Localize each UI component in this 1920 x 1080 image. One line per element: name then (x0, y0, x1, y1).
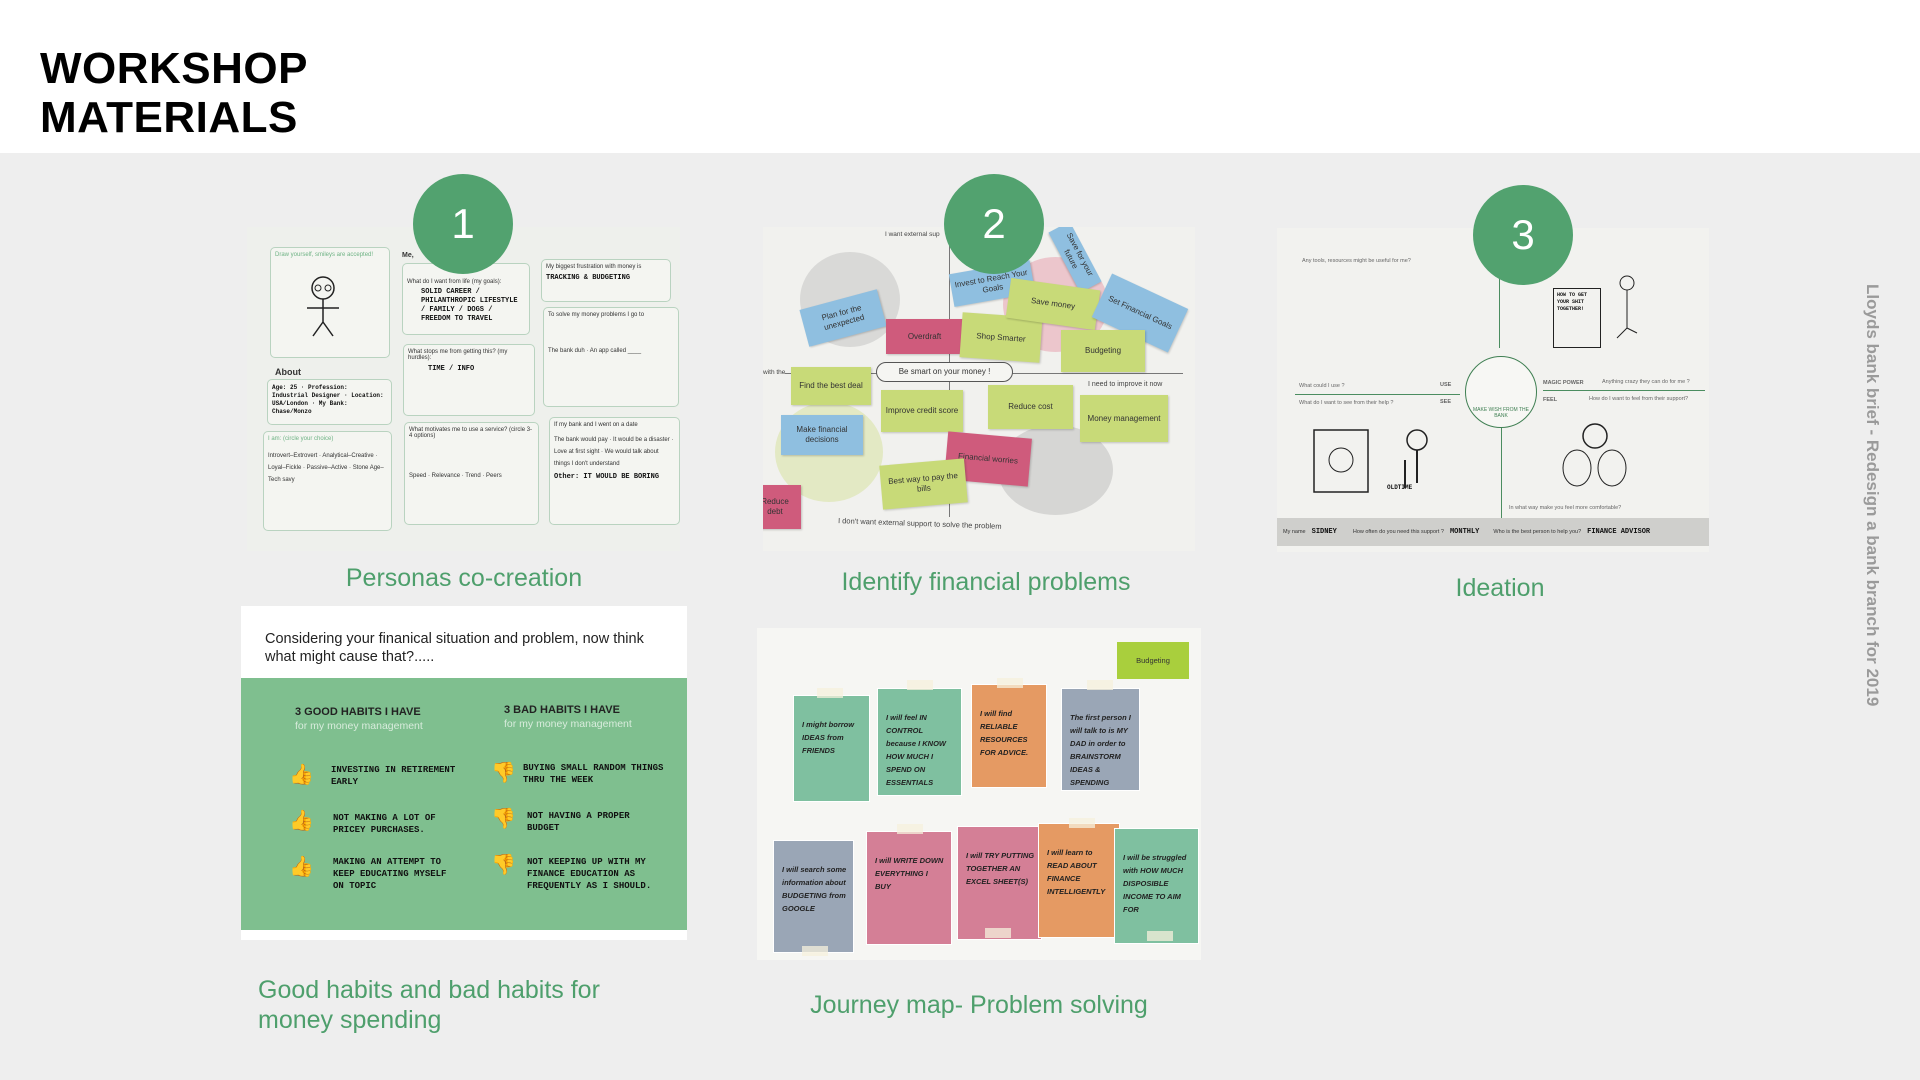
habits-panel: 3 GOOD HABITS I HAVE for my money manage… (241, 678, 687, 930)
habits-photo: Considering your finanical situation and… (241, 606, 687, 940)
journey-card: The first person I will talk to is MY DA… (1061, 688, 1140, 791)
step-badge-3: 3 (1473, 185, 1573, 285)
journey-card: I will WRITE DOWN EVERYTHING I BUY (866, 831, 952, 945)
caption-habits: Good habits and bad habits for money spe… (258, 976, 600, 1034)
journey-card: I might borrow IDEAS from FRIENDS (793, 695, 870, 802)
thumbs-down-icon: 👎 (491, 762, 516, 784)
budgeting-tag: Budgeting (1117, 642, 1189, 679)
thumbs-down-icon: 👎 (491, 854, 516, 876)
thumbs-up-icon: 👍 (289, 810, 314, 832)
note: Improve credit score (881, 390, 963, 432)
side-caption: Lloyds bank brief - Redesign a bank bran… (1863, 284, 1882, 707)
hurdles-box: What stops me from getting this? (my hur… (403, 344, 535, 416)
journey-card: I will search some information about BUD… (773, 840, 854, 953)
goals-box: What do I want from life (my goals):SOLI… (402, 263, 530, 335)
genie-emblem: MAKE WISH FROM THE BANK (1465, 356, 1537, 428)
caption-personas: Personas co-creation (345, 564, 583, 592)
draw-yourself-box: Draw yourself, smileys are accepted! (270, 247, 390, 358)
motivates-box: What motivates me to use a service? (cir… (404, 422, 539, 525)
thumbs-up-icon: 👍 (289, 856, 314, 878)
note: Reduce cost (988, 385, 1073, 429)
journey-card: I will feel IN CONTROL because I KNOW HO… (877, 688, 962, 796)
i-am-box: I am: (circle your choice)Introvert–Extr… (263, 431, 392, 531)
book-sketch: HOW TO GET YOUR SHIT TOGETHER! (1553, 288, 1601, 348)
note: Budgeting (1061, 330, 1145, 372)
journey-card: I will TRY PUTTING TOGETHER AN EXCEL SHE… (957, 826, 1042, 940)
thumbs-up-icon: 👍 (289, 764, 314, 786)
about-box: Age: 25 · Profession: Industrial Designe… (267, 379, 392, 425)
personas-photo: Draw yourself, smileys are accepted! Abo… (247, 227, 680, 551)
caption-problems: Identify financial problems (841, 568, 1131, 596)
caption-ideation: Ideation (1455, 574, 1545, 602)
note: Make financial decisions (781, 415, 863, 455)
journey-card: I will be struggled with HOW MUCH DISPOS… (1114, 828, 1199, 944)
problems-photo: I want external sup with the I need to i… (763, 227, 1195, 551)
note: Best way to pay the bills (879, 458, 968, 510)
step-badge-1: 1 (413, 174, 513, 274)
thumbs-down-icon: 👎 (491, 808, 516, 830)
stick-figure-sketch (307, 276, 339, 337)
note: Money management (1080, 395, 1168, 442)
note: Reduce debt (763, 485, 801, 529)
journey-card: I will learn to READ ABOUT FINANCE INTEL… (1038, 823, 1120, 938)
me-label: Me, (402, 252, 414, 259)
journey-map-photo: Budgeting I might borrow IDEAS from FRIE… (757, 628, 1201, 960)
step-badge-2: 2 (944, 174, 1044, 274)
caption-journey-map: Journey map- Problem solving (810, 991, 1148, 1019)
sketch-drawings (1313, 275, 1638, 493)
center-pill: Be smart on your money ! (876, 362, 1013, 382)
journey-card: I will find RELIABLE RESOURCES FOR ADVIC… (971, 684, 1047, 788)
note: Find the best deal (791, 367, 871, 405)
ideation-photo: MAKE WISH FROM THE BANK Any tools, resou… (1277, 228, 1709, 552)
note: Overdraft (886, 319, 963, 354)
page-title: WORKSHOP MATERIALS (40, 44, 308, 142)
header: WORKSHOP MATERIALS (0, 0, 1920, 153)
